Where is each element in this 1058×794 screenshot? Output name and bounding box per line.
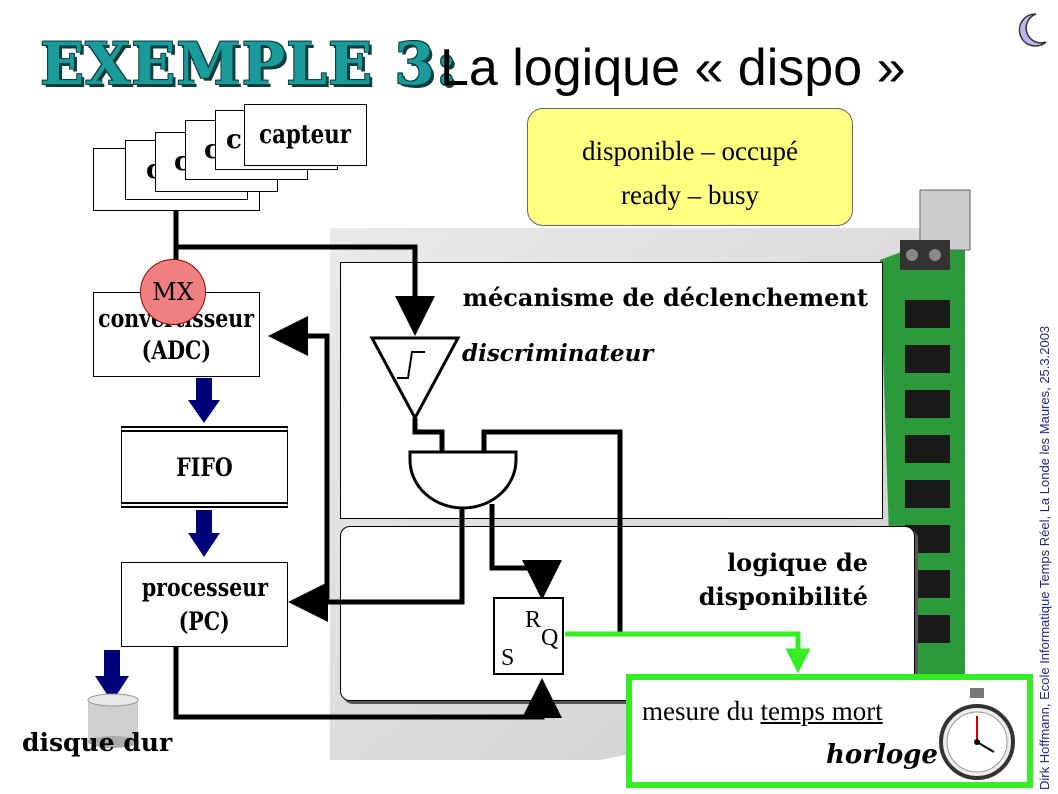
moon-icon: [1018, 13, 1047, 47]
wire-discriminator-and: [412, 418, 445, 452]
latch-r-label: R: [525, 607, 542, 633]
wire-capteur-discriminator: [176, 244, 435, 336]
wire-trigger-converter: [268, 316, 462, 605]
fifo-box: FIFO: [121, 426, 288, 508]
processeur-pc-box: processeur (PC): [121, 562, 288, 647]
clock-label: horloge: [826, 740, 938, 770]
processeur-label: processeur: [141, 572, 268, 602]
availability-logic-label-2: disponibilité: [698, 582, 868, 611]
availability-logic-panel: [340, 526, 915, 701]
latch-s-label: S: [501, 645, 515, 671]
disk-icon: [87, 693, 139, 748]
slide-title-sub: La logique « dispo »: [440, 39, 906, 97]
rs-latch: R S Q: [493, 597, 564, 675]
capteur-box: capteur: [244, 104, 367, 166]
availability-logic-label-1: logique de: [727, 548, 868, 577]
wire-and-output: [288, 504, 465, 622]
wire-pc-latch-s: [173, 647, 562, 720]
disk-label: disque dur: [22, 728, 173, 757]
author-credit: Dirk Hoffmann, Ecole Informatique Temps …: [1037, 325, 1052, 790]
trigger-mechanism-label: mécanisme de déclenchement: [462, 283, 868, 312]
discriminator-symbol: [369, 336, 461, 422]
note-line-1: disponible – occupé: [582, 136, 798, 166]
mx-multiplexer: MX: [140, 259, 206, 325]
ready-busy-note: disponible – occupé ready – busy: [527, 108, 853, 226]
stopwatch-icon: [939, 688, 1015, 780]
pc-label: (PC): [178, 606, 231, 636]
latch-q-label: Q: [541, 625, 559, 651]
discriminator-label: discriminateur: [462, 340, 654, 367]
deadtime-label: mesure du temps mort: [642, 696, 883, 726]
wire-and-to-latch-r: [489, 504, 562, 600]
wire-q-feedback-and: [481, 429, 623, 636]
deadtime-measure-box: mesure du temps mort horloge: [626, 674, 1033, 788]
and-gate-symbol: [408, 450, 518, 510]
slide-title-main: EXEMPLE 3:: [40, 30, 459, 98]
wire-q-deadtime: [565, 631, 811, 674]
note-line-2: ready – busy: [621, 180, 759, 210]
adc-label: (ADC): [141, 335, 212, 365]
